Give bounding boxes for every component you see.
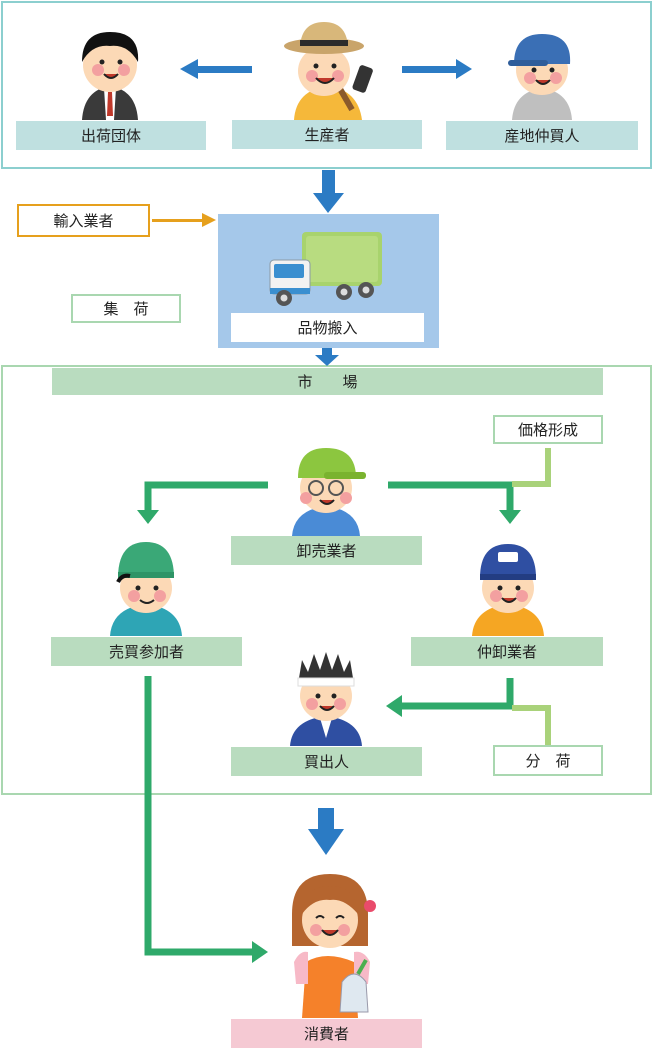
trading-participant-person-icon	[110, 542, 182, 636]
trading-participant-label: 売買参加者	[51, 637, 242, 666]
market-frame	[1, 365, 652, 795]
consumer-label: 消費者	[231, 1019, 422, 1048]
producer-label: 生産者	[232, 120, 422, 149]
wholesaler-label: 卸売業者	[231, 536, 422, 565]
local-broker-label: 産地仲買人	[446, 121, 638, 150]
buyer-label: 買出人	[231, 747, 422, 776]
intermediate-wholesaler-label: 仲卸業者	[411, 637, 603, 666]
importer-label: 輸入業者	[17, 204, 150, 237]
market-label: 市 場	[52, 368, 603, 395]
wholesaler-person-icon	[292, 448, 366, 536]
shipper-org-label: 出荷団体	[16, 121, 206, 150]
collection-label: 集 荷	[71, 294, 181, 323]
buyer-person-icon	[290, 652, 362, 746]
shipper-org-person-icon	[82, 32, 139, 120]
local-broker-person-icon	[508, 34, 572, 120]
producer-person-icon	[284, 22, 373, 120]
goods-delivery-label: 品物搬入	[231, 313, 424, 342]
distribution-label: 分 荷	[493, 745, 603, 776]
consumer-person-icon	[292, 874, 376, 1018]
intermediate-wholesaler-person-icon	[472, 544, 544, 636]
producer-frame	[1, 1, 652, 169]
price-formation-label: 価格形成	[493, 415, 603, 444]
truck-icon	[269, 232, 382, 306]
